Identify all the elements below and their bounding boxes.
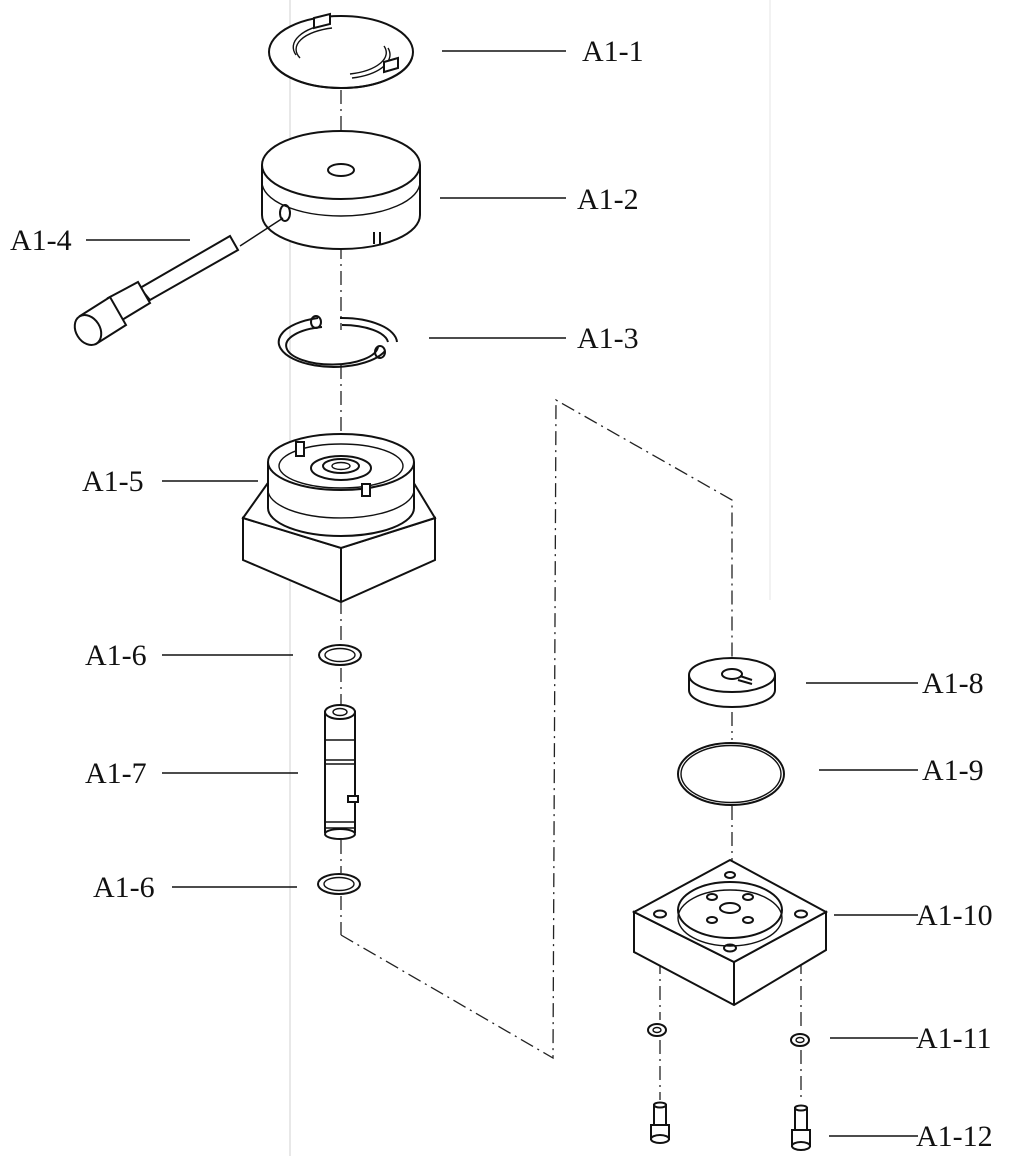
part-a1-4-handle [73, 217, 284, 346]
label-a1-9: A1-9 [922, 754, 984, 787]
label-a1-2: A1-2 [577, 183, 639, 216]
label-a1-6-upper: A1-6 [85, 639, 147, 672]
label-a1-7: A1-7 [85, 757, 147, 790]
part-a1-8-rotor-disc [688, 657, 776, 708]
label-a1-8: A1-8 [922, 667, 984, 700]
label-a1-1: A1-1 [582, 35, 644, 68]
label-a1-10: A1-10 [916, 899, 993, 932]
label-a1-3: A1-3 [577, 322, 639, 355]
label-a1-5: A1-5 [82, 465, 144, 498]
label-a1-6-lower: A1-6 [93, 871, 155, 904]
part-a1-3-split-ring [277, 315, 398, 368]
part-a1-7-shaft [324, 704, 359, 840]
part-a1-6-lower-o-ring [317, 873, 361, 895]
part-a1-12-bolts [650, 1101, 811, 1151]
part-a1-10-mounting-plate [631, 858, 829, 1007]
part-a1-1-indicator-disc [268, 12, 414, 89]
label-a1-4: A1-4 [10, 224, 72, 257]
part-a1-11-washers [647, 1023, 810, 1047]
part-a1-5-base-body [241, 433, 437, 604]
part-a1-2-cap [261, 130, 421, 250]
label-a1-12: A1-12 [916, 1120, 993, 1153]
part-a1-9-large-o-ring [677, 742, 785, 806]
part-a1-6-upper-o-ring [318, 644, 362, 666]
assembly-connector-line [340, 398, 733, 1060]
label-a1-11: A1-11 [916, 1022, 992, 1055]
